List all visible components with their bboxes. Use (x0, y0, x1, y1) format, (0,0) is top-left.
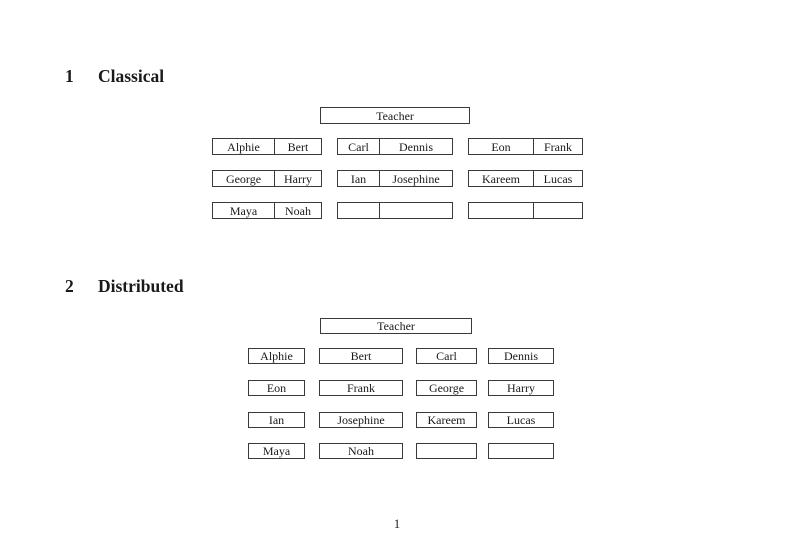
desk-table: Ian Josephine (337, 170, 453, 187)
desk-box: Frank (319, 380, 403, 396)
seat: Dennis (379, 139, 452, 154)
desk-box: Lucas (488, 412, 554, 428)
seat-label: Lucas (543, 171, 573, 186)
seat: Noah (274, 203, 321, 218)
seat-label: Carl (436, 349, 457, 363)
desk-table: Maya Noah (212, 202, 322, 219)
teacher-box: Teacher (320, 318, 472, 334)
seat-empty (338, 203, 379, 218)
desk-box: George (416, 380, 477, 396)
section-number: 1 (65, 66, 74, 86)
seat-label: Alphie (260, 349, 293, 363)
seat-label: Ian (350, 171, 367, 186)
seat-label: Maya (229, 203, 258, 218)
desk-box: Noah (319, 443, 403, 459)
desk-table: Alphie Bert (212, 138, 322, 155)
seat: Carl (338, 139, 379, 154)
seat: Bert (274, 139, 321, 154)
desk-box: Bert (319, 348, 403, 364)
seat-empty (379, 203, 452, 218)
seat-empty (469, 203, 533, 218)
teacher-label: Teacher (377, 319, 415, 333)
seat-label: Bert (350, 349, 372, 363)
section-heading-distributed: 2 Distributed (65, 276, 184, 296)
desk-table: Kareem Lucas (468, 170, 583, 187)
seat-empty (533, 203, 582, 218)
desk-box: Maya (248, 443, 305, 459)
section-number: 2 (65, 276, 74, 296)
seat-label: Frank (544, 139, 572, 154)
desk-box: Alphie (248, 348, 305, 364)
seat-label: Harry (507, 381, 535, 395)
desk-table: George Harry (212, 170, 322, 187)
seat: Frank (533, 139, 582, 154)
seat-label: Dennis (399, 139, 433, 154)
seat: Kareem (469, 171, 533, 186)
desk-table-empty (468, 202, 583, 219)
desk-box-empty (488, 443, 554, 459)
seat: Alphie (213, 139, 274, 154)
seat-label: Josephine (392, 171, 440, 186)
desk-box: Eon (248, 380, 305, 396)
seat-label: Maya (262, 444, 291, 458)
desk-box: Carl (416, 348, 477, 364)
seat: Lucas (533, 171, 582, 186)
desk-table-empty (337, 202, 453, 219)
desk-box: Harry (488, 380, 554, 396)
desk-box: Dennis (488, 348, 554, 364)
seat-label: Eon (491, 139, 511, 154)
seat: Maya (213, 203, 274, 218)
section-title: Classical (98, 66, 165, 86)
seat-label: Bert (287, 139, 309, 154)
seat-label: Dennis (504, 349, 538, 363)
seat-label: Noah (348, 444, 374, 458)
page-number: 1 (393, 517, 401, 531)
seat-label: George (428, 381, 465, 395)
seat-label: Ian (268, 413, 285, 427)
seat-label: Kareem (427, 413, 466, 427)
seat-label: Carl (348, 139, 369, 154)
seat: Eon (469, 139, 533, 154)
desk-box-empty (416, 443, 477, 459)
seat-label: Noah (285, 203, 311, 218)
desk-table: Eon Frank (468, 138, 583, 155)
desk-box: Ian (248, 412, 305, 428)
seat-label: Kareem (482, 171, 520, 186)
seat-label: George (225, 171, 262, 186)
teacher-label: Teacher (376, 108, 414, 123)
seat: Josephine (379, 171, 452, 186)
teacher-box: Teacher (320, 107, 470, 124)
section-title: Distributed (98, 276, 184, 296)
desk-box: Josephine (319, 412, 403, 428)
seat-label: Frank (347, 381, 375, 395)
seat-label: Harry (284, 171, 312, 186)
seat: Ian (338, 171, 379, 186)
seat: George (213, 171, 274, 186)
seat-label: Lucas (506, 413, 536, 427)
section-heading-classical: 1 Classical (65, 66, 164, 86)
seat-label: Josephine (337, 413, 385, 427)
seat-label: Eon (266, 381, 287, 395)
seat-label: Alphie (227, 139, 260, 154)
desk-table: Carl Dennis (337, 138, 453, 155)
seat: Harry (274, 171, 321, 186)
desk-box: Kareem (416, 412, 477, 428)
